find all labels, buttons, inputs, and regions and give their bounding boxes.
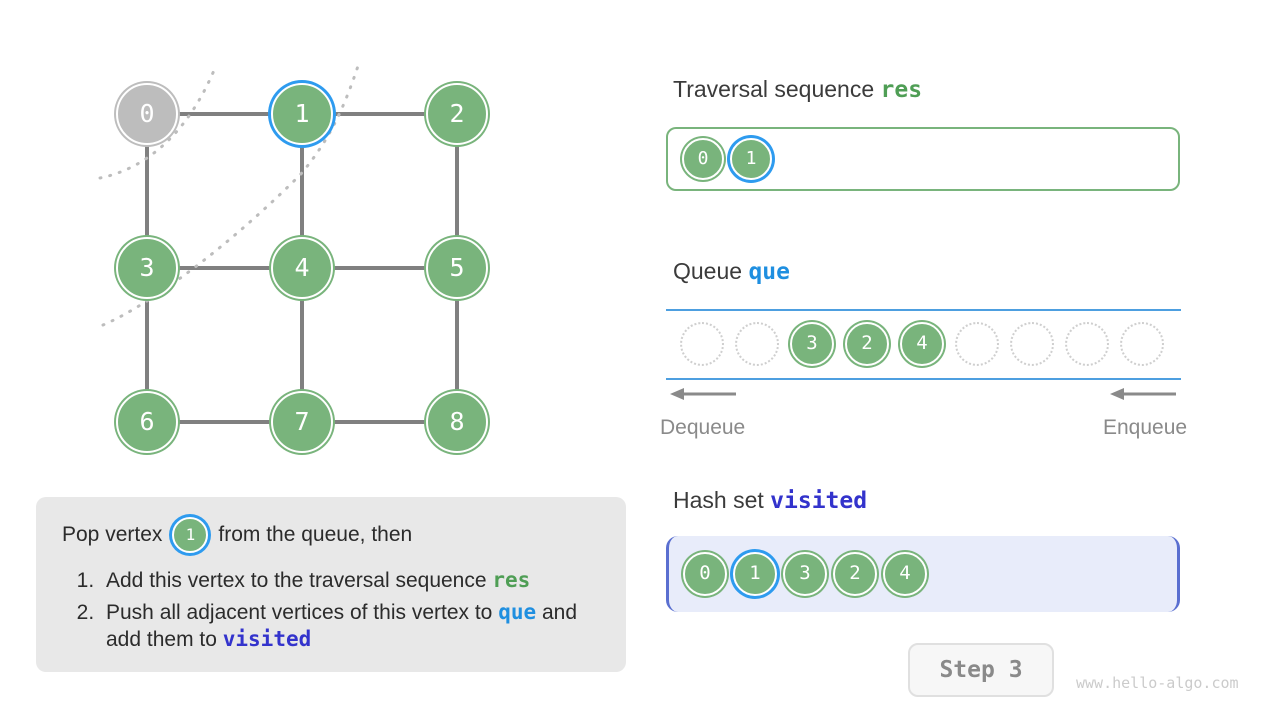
visited-item-label: 1 (749, 562, 761, 584)
caption-step2-code-a: que (498, 599, 537, 624)
caption-step-2: Push all adjacent vertices of this verte… (100, 599, 600, 654)
caption-lead: Pop vertex 1 from the queue, then (62, 517, 600, 553)
queue-slot-3[interactable]: 2 (845, 321, 889, 366)
res-item-label: 0 (697, 147, 709, 169)
queue-slots: 3 2 4 (680, 309, 1164, 378)
caption-lead-before: Pop vertex (62, 523, 163, 546)
visited-item-label: 4 (899, 562, 911, 584)
dequeue-arrow-icon (668, 384, 738, 404)
queue-slot-4[interactable]: 4 (900, 321, 944, 366)
queue-slot-2[interactable]: 3 (790, 321, 834, 366)
wavefront-arc-near (98, 66, 217, 180)
queue-panel-title: Queue que (673, 258, 790, 285)
visited-title-code: visited (770, 488, 868, 514)
caption-lead-after: from the queue, then (218, 523, 413, 546)
graph-node-0[interactable]: 0 (116, 83, 178, 145)
caption-step2-code-b: visited (222, 627, 312, 652)
graph-node-1[interactable]: 1 (271, 83, 333, 145)
graph-node-label: 7 (294, 407, 310, 436)
caption-step1-text: Add this vertex to the traversal sequenc… (106, 569, 487, 592)
caption-vertex-label: 1 (185, 524, 196, 544)
visited-title-text: Hash set (673, 487, 764, 513)
graph-node-2[interactable]: 2 (426, 83, 488, 145)
visited-panel-title: Hash set visited (673, 487, 867, 514)
enqueue-label: Enqueue (1103, 416, 1188, 439)
graph-node-8[interactable]: 8 (426, 391, 488, 453)
graph-node-5[interactable]: 5 (426, 237, 488, 299)
queue-rail-top (666, 309, 1181, 311)
res-title-code: res (880, 77, 923, 103)
res-title-text: Traversal sequence (673, 76, 875, 102)
dequeue-label: Dequeue (660, 416, 746, 439)
visited-items: 0 1 3 2 4 (683, 536, 927, 612)
caption-step-1: Add this vertex to the traversal sequenc… (100, 567, 600, 595)
res-item-label: 1 (745, 147, 757, 169)
res-item-1[interactable]: 1 (730, 138, 772, 180)
graph-node-3[interactable]: 3 (116, 237, 178, 299)
res-panel-title: Traversal sequence res (673, 76, 922, 103)
graph-node-label: 0 (139, 99, 155, 128)
wavefront-arc-far (101, 64, 360, 327)
queue-slot-5[interactable] (955, 321, 999, 366)
visited-item-3[interactable]: 2 (833, 552, 877, 596)
queue-title-code: que (748, 259, 790, 285)
visited-item-label: 0 (699, 562, 711, 584)
graph-node-label: 1 (294, 99, 310, 128)
res-item-0[interactable]: 0 (682, 138, 724, 180)
queue-slot-6[interactable] (1010, 321, 1054, 366)
graph-node-label: 8 (449, 407, 465, 436)
graph-node-label: 4 (294, 253, 310, 282)
caption-box: Pop vertex 1 from the queue, then Add th… (36, 497, 626, 672)
queue-slot-0[interactable] (680, 321, 724, 366)
watermark: www.hello-algo.com (1076, 674, 1239, 692)
graph-node-label: 3 (139, 253, 155, 282)
queue-slot-7[interactable] (1065, 321, 1109, 366)
queue-title-text: Queue (673, 258, 743, 284)
caption-steps: Add this vertex to the traversal sequenc… (62, 567, 600, 654)
visited-box: 0 1 3 2 4 (666, 536, 1180, 612)
enqueue-arrow-icon (1108, 384, 1178, 404)
caption-step1-code: res (492, 568, 531, 592)
queue-slot-label: 4 (916, 331, 928, 354)
graph-node-label: 5 (449, 253, 465, 282)
graph-node-4[interactable]: 4 (271, 237, 333, 299)
visited-item-0[interactable]: 0 (683, 552, 727, 596)
caption-vertex-chip: 1 (172, 517, 209, 553)
step-badge: Step 3 (908, 643, 1054, 697)
queue-slot-1[interactable] (735, 321, 779, 366)
graph-node-label: 6 (139, 407, 155, 436)
caption-step2-text-a: Push all adjacent vertices of this verte… (106, 600, 493, 624)
queue-slot-label: 2 (861, 331, 873, 354)
graph-node-label: 2 (449, 99, 465, 128)
visited-item-1[interactable]: 1 (733, 552, 777, 596)
visited-item-4[interactable]: 4 (883, 552, 927, 596)
graph-node-7[interactable]: 7 (271, 391, 333, 453)
queue-rail-bottom (666, 378, 1181, 380)
queue-slot-8[interactable] (1120, 321, 1164, 366)
queue-slot-label: 3 (806, 331, 818, 354)
graph-node-6[interactable]: 6 (116, 391, 178, 453)
graph-diagram: 0 1 2 3 4 5 6 7 8 (0, 0, 620, 480)
visited-item-label: 2 (849, 562, 861, 584)
visited-item-label: 3 (799, 562, 811, 584)
wavefront-curves (98, 64, 360, 327)
caption-step2-text-b: and add them to (106, 600, 578, 652)
visited-item-2[interactable]: 3 (783, 552, 827, 596)
